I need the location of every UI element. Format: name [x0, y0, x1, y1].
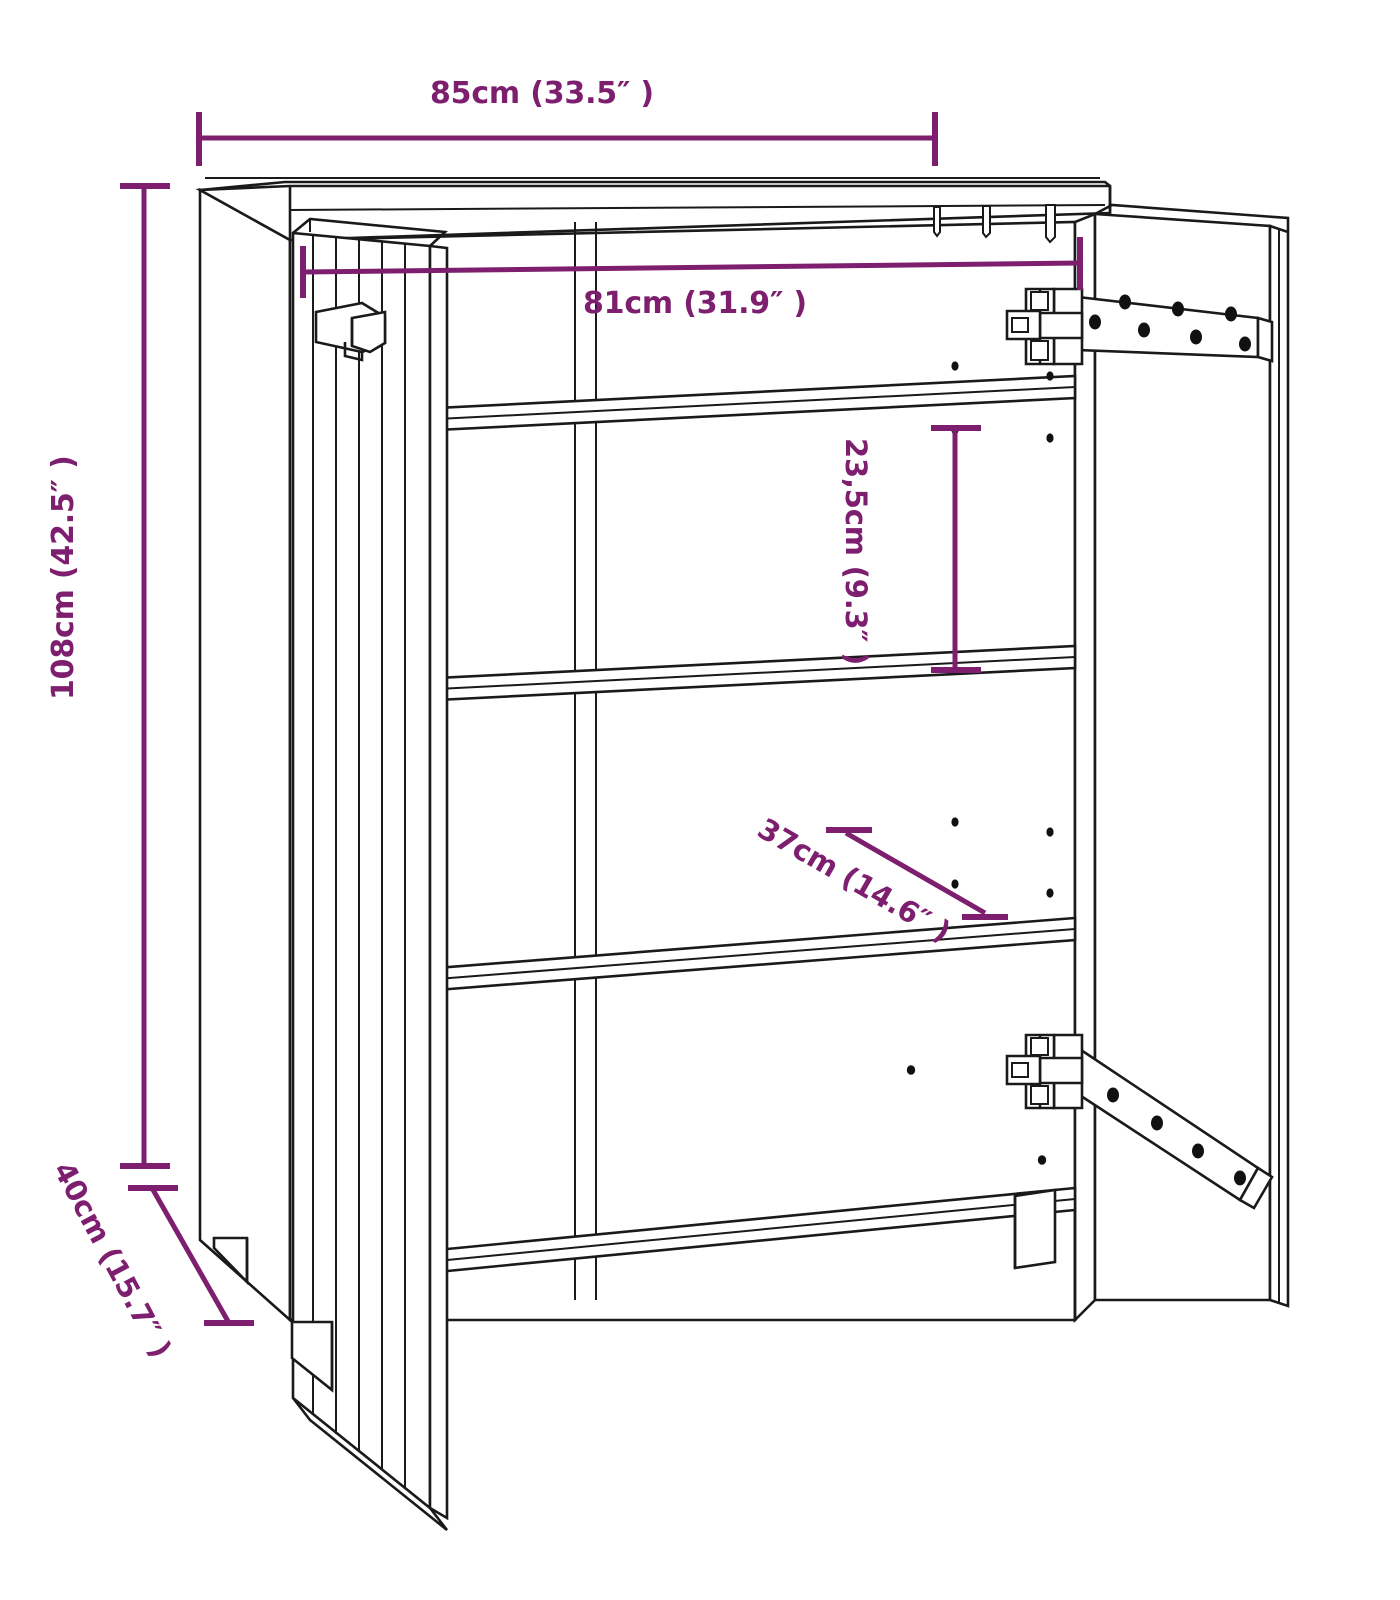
dim-line-overall-depth	[128, 1185, 254, 1326]
dim-line-inner-width	[300, 237, 1083, 298]
dim-line-overall-height	[120, 183, 170, 1169]
leg-front-right	[1013, 1188, 1057, 1270]
dimension-label-overall-width: 85cm (33.5″ )	[430, 76, 654, 111]
left-door-slats	[312, 235, 406, 1489]
top-dowel-slots	[933, 204, 1056, 244]
top-panel	[195, 177, 1112, 242]
dimension-label-overall-height: 108cm (42.5″ )	[46, 455, 81, 700]
leg-front-left	[290, 1320, 334, 1393]
right-side-panel	[1073, 212, 1097, 1324]
right-door-open[interactable]	[1093, 203, 1290, 1308]
left-door-open[interactable]	[291, 217, 449, 1532]
leg-back-left	[212, 1236, 249, 1286]
dimension-label-shelf-gap: 23,5cm (9.3″ )	[839, 438, 873, 666]
dimension-label-inner-width: 81cm (31.9″ )	[583, 286, 807, 321]
door-handle[interactable]	[314, 301, 387, 362]
hinge-top	[1005, 287, 1274, 366]
dim-line-overall-width	[196, 112, 938, 166]
dim-line-shelf-depth	[826, 827, 1008, 920]
legs	[212, 1188, 1057, 1393]
hinge-bottom	[1005, 1033, 1274, 1210]
left-side-panel	[198, 187, 292, 1323]
dim-line-shelf-gap	[931, 425, 981, 673]
